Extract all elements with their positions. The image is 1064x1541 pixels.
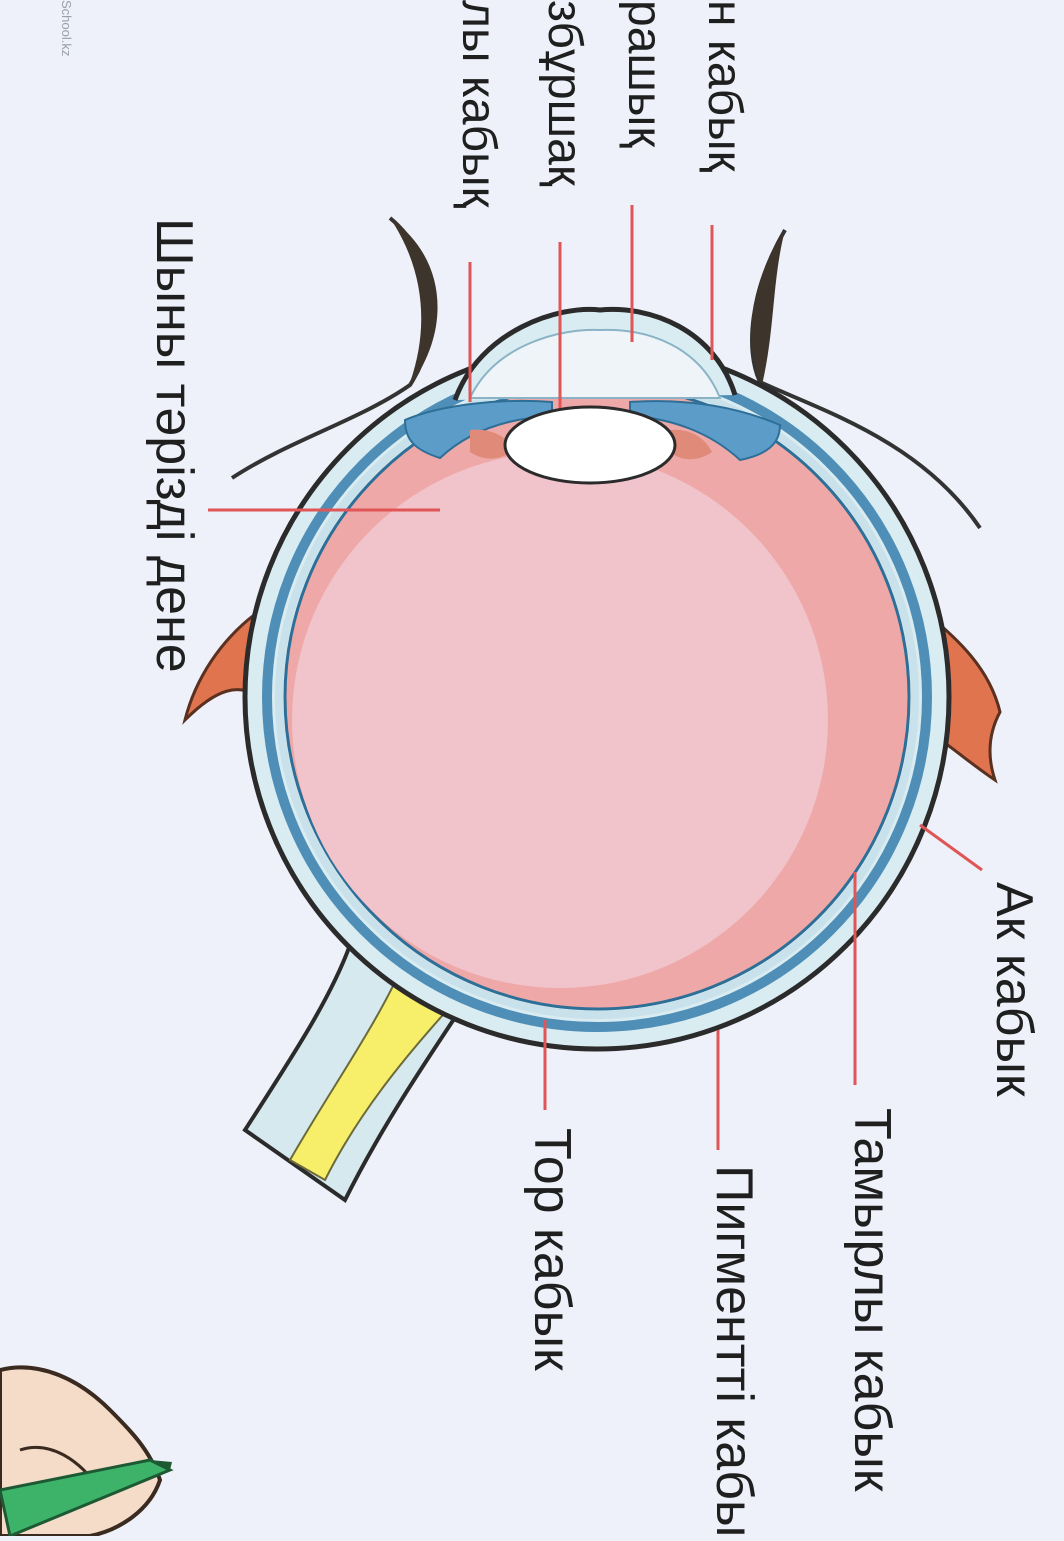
leader-sclera <box>919 823 983 872</box>
upper-eyelid-lash <box>390 218 438 388</box>
label-pigment-layer: Пигментті кабы <box>705 1165 763 1538</box>
leader-lines <box>208 205 983 1150</box>
lens <box>503 405 677 485</box>
watermark: School.kz <box>59 0 74 57</box>
label-iris: рашық <box>618 0 671 148</box>
iris-right <box>629 400 782 462</box>
ciliary-muscle-right <box>668 429 712 460</box>
vitreous-body <box>292 452 828 988</box>
label-retina: Тор кабык <box>523 1128 581 1371</box>
ciliary-muscle-left <box>470 429 515 459</box>
label-cornea: н кабық <box>698 0 751 172</box>
label-sclera: Ак кабык <box>985 882 1043 1097</box>
optic-nerve <box>288 958 472 1182</box>
label-choroid: Тамырлы кабык <box>843 1108 901 1492</box>
anterior-chamber <box>468 328 722 399</box>
hand-with-pencil-icon <box>0 1365 174 1536</box>
lower-eyelid-lash <box>751 230 785 385</box>
label-lens: збұршақ <box>538 0 591 186</box>
iris-left <box>403 399 553 460</box>
label-ciliary-body: лы кабық <box>452 0 505 208</box>
label-vitreous-body: Шыны тәрізді дене <box>145 218 203 673</box>
